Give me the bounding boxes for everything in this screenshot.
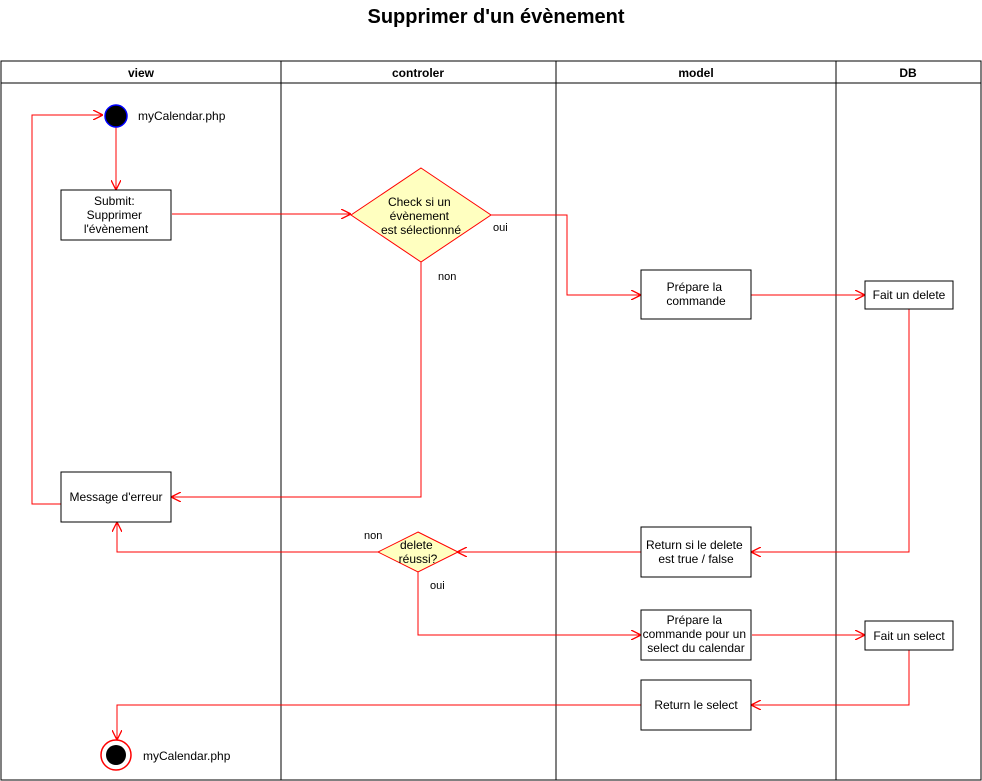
prepare-select-action: Prépare la commande pour un select du ca… <box>640 609 752 661</box>
lane-header-db: DB <box>899 66 917 80</box>
check-line-3: est sélectionné <box>381 223 461 237</box>
error-line-1: Message d'erreur <box>70 490 163 504</box>
delete-ok-line-1: delete <box>400 538 433 552</box>
diagram-title: Supprimer d'un évènement <box>367 6 624 28</box>
lane-header-model: model <box>678 66 713 80</box>
return-select-action: Return le select <box>640 679 752 731</box>
edge-check-no-to-error <box>172 262 422 497</box>
db-select-line-1: Fait un select <box>873 629 945 643</box>
edge-label-check-yes: oui <box>493 222 508 234</box>
prepare-delete-line-2: commande <box>666 294 726 308</box>
edge-return-select-to-end <box>117 704 641 739</box>
prepare-select-line-3: select du calendar <box>647 641 744 655</box>
submit-line-2: Supprimer <box>87 208 142 222</box>
lane-header-controler: controler <box>392 66 444 80</box>
submit-action: Submit: Supprimer l'évènement <box>60 189 172 241</box>
edge-deleteok-no-to-error <box>117 523 378 553</box>
start-node <box>104 104 128 128</box>
start-label: myCalendar.php <box>138 109 226 123</box>
svg-text:Fait un select: Fait un select <box>873 629 945 643</box>
prepare-select-line-1: Prépare la <box>667 613 723 627</box>
svg-text:Return le select: Return le select <box>654 698 738 712</box>
edge-label-check-no: non <box>438 271 456 283</box>
svg-text:Prépare la commande pour: Prépare la commande pour un select du ca… <box>643 613 750 655</box>
svg-text:Message d'erreur: Message d'erreur <box>70 490 163 504</box>
return-delete-line-2: est true / false <box>658 552 734 566</box>
edge-label-delete-no: non <box>364 530 382 542</box>
submit-line-3: l'évènement <box>84 222 149 236</box>
end-node <box>100 739 132 771</box>
svg-text:delete réussi?: delete réussi? <box>399 538 438 566</box>
return-delete-action: Return si le delete est true / false <box>640 526 752 578</box>
db-delete-line-1: Fait un delete <box>873 288 946 302</box>
prepare-delete-line-1: Prépare la <box>667 280 723 294</box>
error-message-action: Message d'erreur <box>60 471 172 523</box>
svg-text:Submit: Supprimer: Submit: Supprimer l'évènement <box>84 194 149 236</box>
delete-success-decision: delete réussi? <box>376 531 460 573</box>
delete-ok-line-2: réussi? <box>399 552 438 566</box>
swimlane-pool <box>0 60 982 781</box>
return-select-line-1: Return le select <box>654 698 738 712</box>
check-selection-decision: Check si un évènement est sélectionné <box>350 167 492 263</box>
lane-header-view: view <box>128 66 155 80</box>
edge-error-back-to-start <box>31 115 102 505</box>
return-delete-line-1: Return si le delete <box>646 538 743 552</box>
svg-text:Return si le delete est: Return si le delete est true / false <box>646 538 746 566</box>
edge-select-to-return-select <box>752 650 910 705</box>
edges <box>31 115 910 739</box>
svg-text:Prépare la commande: Prépare la commande <box>666 280 726 308</box>
edge-check-yes-to-prepare <box>491 214 640 295</box>
check-line-2: évènement <box>390 209 450 223</box>
svg-text:Check si un évènement: Check si un évènement est sélectionné <box>381 195 461 237</box>
submit-line-1: Submit: <box>94 194 135 208</box>
check-line-1: Check si un <box>388 195 451 209</box>
edge-label-delete-yes: oui <box>430 580 445 592</box>
db-delete-action: Fait un delete <box>864 280 954 310</box>
end-label: myCalendar.php <box>143 749 231 763</box>
edge-delete-to-return <box>752 309 910 552</box>
edge-deleteok-yes-to-prepare-select <box>417 572 640 635</box>
prepare-delete-action: Prépare la commande <box>640 269 752 320</box>
svg-text:Fait un delete: Fait un delete <box>873 288 946 302</box>
prepare-select-line-2: commande pour un <box>643 627 746 641</box>
db-select-action: Fait un select <box>864 620 954 651</box>
